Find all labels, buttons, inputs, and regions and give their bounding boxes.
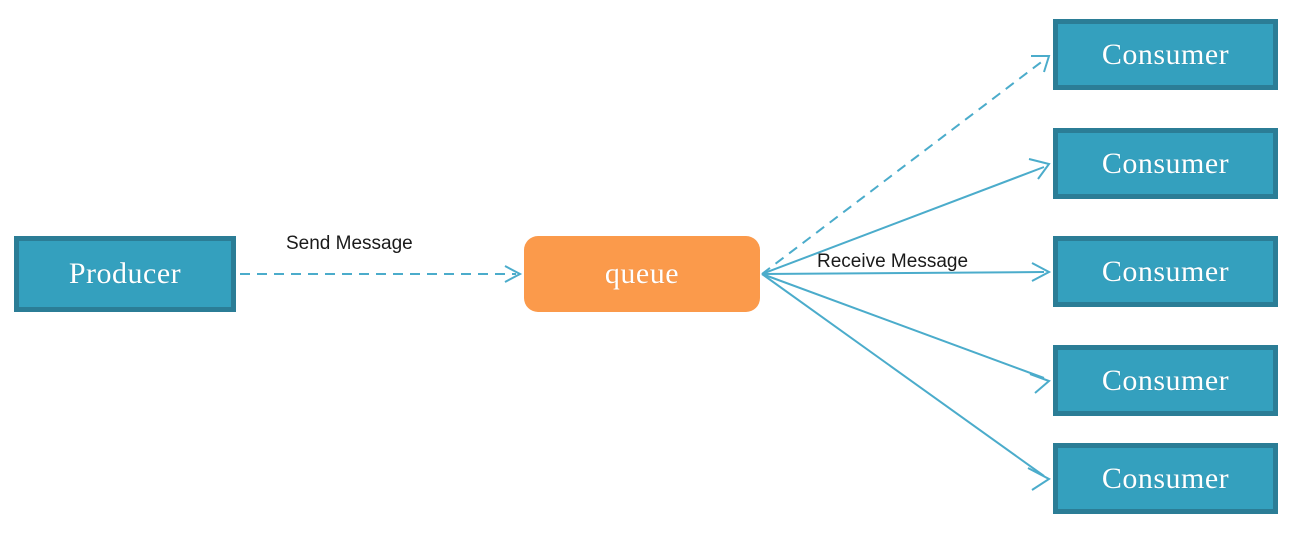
node-producer-label: Producer bbox=[68, 257, 182, 290]
edge-receive-consumer-2 bbox=[761, 158, 1051, 275]
node-consumer-2[interactable]: Consumer bbox=[1053, 128, 1278, 199]
node-consumer-3-label: Consumer bbox=[1101, 254, 1230, 288]
node-consumer-5[interactable]: Consumer bbox=[1053, 443, 1278, 514]
edge-receive-consumer-5 bbox=[761, 273, 1051, 491]
node-consumer-3[interactable]: Consumer bbox=[1053, 236, 1278, 307]
node-consumer-4-label: Consumer bbox=[1101, 363, 1230, 397]
edge-receive-consumer-3-arrowhead bbox=[1031, 262, 1052, 282]
edge-receive-consumer-4-arrowhead bbox=[1029, 373, 1051, 394]
edge-receive-consumer-1 bbox=[761, 55, 1051, 275]
edge-label-send-message: Send Message bbox=[286, 233, 413, 254]
edge-receive-consumer-1-arrowhead bbox=[1031, 55, 1051, 73]
edge-receive-consumer-2-arrowhead bbox=[1028, 158, 1051, 180]
node-queue[interactable]: queue bbox=[524, 236, 760, 312]
edge-receive-consumer-4-line bbox=[761, 273, 1045, 379]
edge-receive-consumer-1-line bbox=[761, 59, 1045, 275]
edge-receive-consumer-4 bbox=[761, 273, 1051, 394]
node-consumer-5-label: Consumer bbox=[1101, 461, 1230, 495]
edge-send-message-arrowhead bbox=[504, 265, 523, 283]
node-consumer-2-label: Consumer bbox=[1101, 146, 1230, 180]
node-producer[interactable]: Producer bbox=[14, 236, 236, 312]
node-consumer-4[interactable]: Consumer bbox=[1053, 345, 1278, 416]
edge-receive-consumer-2-line bbox=[761, 166, 1045, 275]
node-consumer-1[interactable]: Consumer bbox=[1053, 19, 1278, 90]
edge-receive-consumer-5-arrowhead bbox=[1027, 467, 1051, 491]
edge-receive-consumer-5-line bbox=[761, 273, 1045, 477]
edge-send-message bbox=[240, 265, 523, 283]
node-queue-label: queue bbox=[604, 257, 680, 290]
node-consumer-1-label: Consumer bbox=[1101, 37, 1230, 71]
edge-receive-consumer-3 bbox=[761, 262, 1052, 282]
edge-receive-consumer-3-line bbox=[761, 271, 1045, 275]
edge-label-receive-message: Receive Message bbox=[817, 251, 969, 272]
